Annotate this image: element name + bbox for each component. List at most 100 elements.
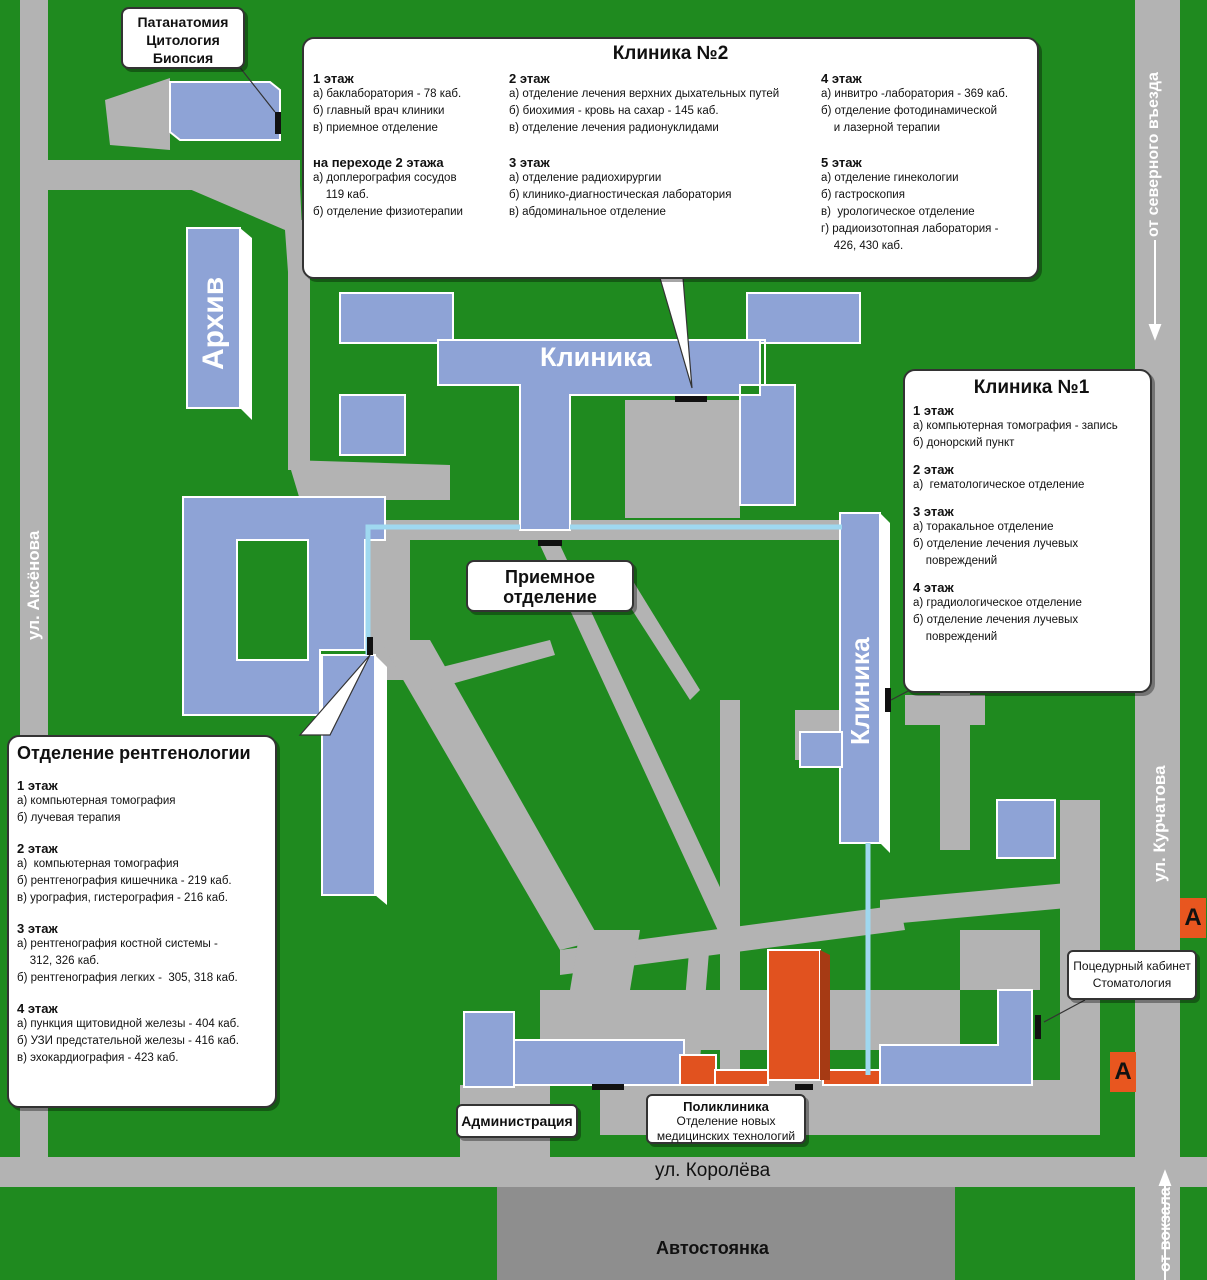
floor-item: б) отделение лечения лучевых — [913, 538, 1079, 550]
floor-heading: на переходе 2 этажа — [313, 155, 444, 170]
polyclinic-line2: Отделение новых — [676, 1114, 776, 1128]
floor-item: б) клинико-диагностическая лаборатория — [509, 189, 732, 201]
floor-heading: 3 этаж — [509, 155, 550, 170]
pathology-building — [169, 81, 281, 141]
west-block — [182, 496, 386, 716]
floor-heading: 4 этаж — [913, 580, 954, 595]
floor-heading: 1 этаж — [17, 778, 58, 793]
koroleva-street-label: ул. Королёва — [655, 1160, 771, 1181]
floor-item: а) рентгенография костной системы - — [17, 938, 218, 950]
direction-arrows — [1148, 240, 1172, 1280]
pathology-callout: Патанатомия Цитология Биопсия — [121, 7, 245, 69]
floor-item: в) приемное отделение — [313, 122, 438, 134]
floor-item: б) отделение физиотерапии — [313, 206, 463, 218]
floor-item: б) гастроскопия — [821, 189, 905, 201]
floor-item: а) торакальное отделение — [913, 521, 1054, 533]
clinic-top-building — [437, 339, 796, 531]
floor-item: и лазерной терапии — [821, 122, 941, 134]
clinic-right-label: Клиника — [845, 637, 875, 745]
administration-callout: Администрация — [456, 1104, 578, 1138]
floor-item: а) компьютерная томография — [17, 795, 176, 807]
floor-item: в) отделение лечения радионуклидами — [509, 122, 719, 134]
floor-item: повреждений — [913, 555, 998, 567]
floor-item: а) отделение радиохирургии — [509, 172, 662, 184]
floor-heading: 4 этаж — [821, 71, 862, 86]
marker-a-upper: A — [1180, 898, 1206, 938]
from-station-label: от вокзала — [1157, 1187, 1174, 1272]
floor-item: а) отделение лечения верхних дыхательных… — [509, 88, 780, 100]
clinic2-col2: 2 этаж а) отделение лечения верхних дыха… — [509, 69, 779, 221]
floor-item: б) донорский пункт — [913, 437, 1015, 449]
archive-building — [186, 227, 241, 409]
floor-item: а) градиологическое отделение — [913, 597, 1082, 609]
administration-label: Администрация — [461, 1113, 573, 1129]
procedure-callout: Поцедурный кабинет Стоматология — [1067, 950, 1197, 1000]
floor-item: повреждений — [913, 631, 998, 643]
clinic2-col3: 4 этаж а) инвитро -лаборатория - 369 каб… — [821, 69, 1008, 255]
clinic1-title: Клиника №1 — [973, 377, 1090, 398]
clinic2-callout: Клиника №2 1 этаж а) баклаборатория - 78… — [302, 37, 1039, 279]
parking-label: Автостоянка — [656, 1238, 769, 1258]
from-north-label: от северного въезда — [1145, 72, 1162, 237]
floor-item: в) урологическое отделение — [821, 206, 975, 218]
floor-heading: 2 этаж — [17, 841, 58, 856]
floor-item: в) урография, гистерография - 216 каб. — [17, 892, 228, 904]
floor-item: б) биохимия - кровь на сахар - 145 каб. — [509, 105, 719, 117]
floor-item: а) компьютерная томография - запись — [913, 420, 1118, 432]
floor-heading: 1 этаж — [913, 403, 954, 418]
entrances — [275, 112, 1041, 1090]
koroleva-street — [0, 1157, 1207, 1187]
floor-item: б) отделение лечения лучевых — [913, 614, 1079, 626]
floor-item: 119 каб. — [313, 189, 369, 201]
leader-lines — [237, 64, 1086, 1023]
clinic2-title: Клиника №2 — [612, 43, 729, 64]
floor-item: б) УЗИ предстательной железы - 416 каб. — [17, 1035, 239, 1047]
cytology-line: Цитология — [146, 32, 220, 48]
floor-heading: 2 этаж — [913, 462, 954, 477]
floor-heading: 4 этаж — [17, 1001, 58, 1016]
floor-heading: 3 этаж — [17, 921, 58, 936]
floor-item: а) доплерография сосудов — [313, 172, 457, 184]
floor-item: б) рентгенография кишечника - 219 каб. — [17, 875, 232, 887]
aksenova-street-label: ул. Аксёнова — [24, 530, 43, 640]
polyclinic-callout: Поликлиника Отделение новых медицинских … — [646, 1094, 806, 1144]
floor-heading: 3 этаж — [913, 504, 954, 519]
reception-callout: Приемное отделение — [466, 560, 634, 612]
passages — [365, 524, 871, 1075]
marker-a-lower: A — [1110, 1052, 1136, 1092]
floor-heading: 1 этаж — [313, 71, 354, 86]
polyclinic-building — [679, 949, 881, 1086]
polyclinic-line3: медицинских технологий — [656, 1129, 796, 1143]
floor-item: б) лучевая терапия — [17, 812, 121, 824]
reception-line2: отделение — [503, 587, 597, 607]
floor-item: а) компьютерная томография — [17, 858, 179, 870]
floor-item: б) отделение фотодинамической — [821, 105, 998, 117]
floor-item: а) пункция щитовидной железы - 404 каб. — [17, 1018, 240, 1030]
biopsy-line: Биопсия — [152, 50, 214, 66]
floor-item: б) главный врач клиники — [313, 105, 445, 117]
floor-heading: 2 этаж — [509, 71, 550, 86]
clinic1-callout: Клиника №1 1 этаж а) компьютерная томогр… — [903, 369, 1152, 693]
floor-item: а) гематологическое отделение — [913, 479, 1085, 491]
floor-item: г) радиоизотопная лаборатория - — [821, 223, 999, 235]
floor-item: а) баклаборатория - 78 каб. — [313, 88, 462, 100]
floor-item: 426, 430 каб. — [821, 240, 904, 252]
clinic2-col1: 1 этаж а) баклаборатория - 78 каб. б) гл… — [313, 69, 463, 221]
floor-item: в) абдоминальное отделение — [509, 206, 666, 218]
pathology-line: Патанатомия — [137, 14, 229, 30]
kurchatova-street-label: ул. Курчатова — [1150, 765, 1169, 882]
reception-line1: Приемное — [505, 567, 595, 587]
procedure-line2: Стоматология — [1092, 976, 1172, 990]
floor-item: б) рентгенография легких - 305, 318 каб. — [17, 972, 238, 984]
radiology-title: Отделение рентгенологии — [17, 743, 251, 763]
floor-item: а) отделение гинекологии — [821, 172, 959, 184]
procedure-line1: Поцедурный кабинет — [1073, 959, 1191, 973]
archive-label: Архив — [197, 276, 230, 370]
floor-item: 312, 326 каб. — [17, 955, 100, 967]
floor-item: а) инвитро -лаборатория - 369 каб. — [821, 88, 1009, 100]
radiology-callout: Отделение рентгенологии 1 этаж а) компью… — [7, 735, 277, 1108]
floor-heading: 5 этаж — [821, 155, 862, 170]
clinic-right-building — [839, 512, 881, 844]
polyclinic-title: Поликлиника — [683, 1099, 769, 1114]
